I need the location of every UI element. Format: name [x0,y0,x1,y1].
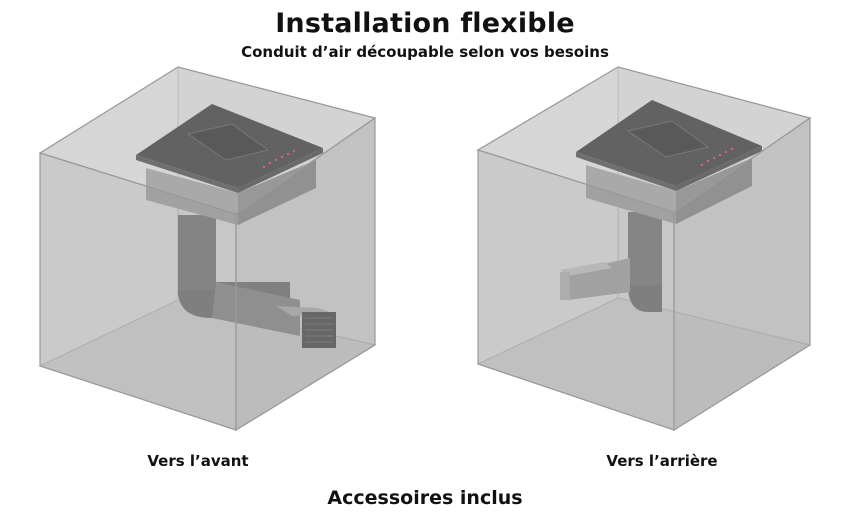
cooktop-vent [186,123,270,161]
footer-accessories: Accessoires inclus [327,487,523,509]
cooktop-glass-edge [136,155,238,193]
caption-front: Vers l’avant [147,452,249,470]
cooktop-glass-edge [576,152,676,191]
duct-outlet-end [560,272,570,300]
cooktop-glass-edge-right [676,146,762,191]
cooktop-indicators [700,147,734,167]
box-top-face [476,66,812,213]
duct-vertical [178,215,216,295]
duct-elbow [628,285,662,312]
cooktop-body [146,168,238,225]
cooktop-body [586,165,676,224]
duct-outlet-face [560,262,612,276]
cooktop-indicators [262,149,296,169]
page-subtitle: Conduit d’air découpable selon vos besoi… [241,43,609,61]
cooktop-glass-edge-right [238,148,323,193]
box-top-face [38,66,377,215]
duct-vertical [628,212,662,290]
caption-back: Vers l’arrière [606,452,718,470]
cooktop-vent [626,120,710,158]
page-title: Installation flexible [275,8,575,39]
